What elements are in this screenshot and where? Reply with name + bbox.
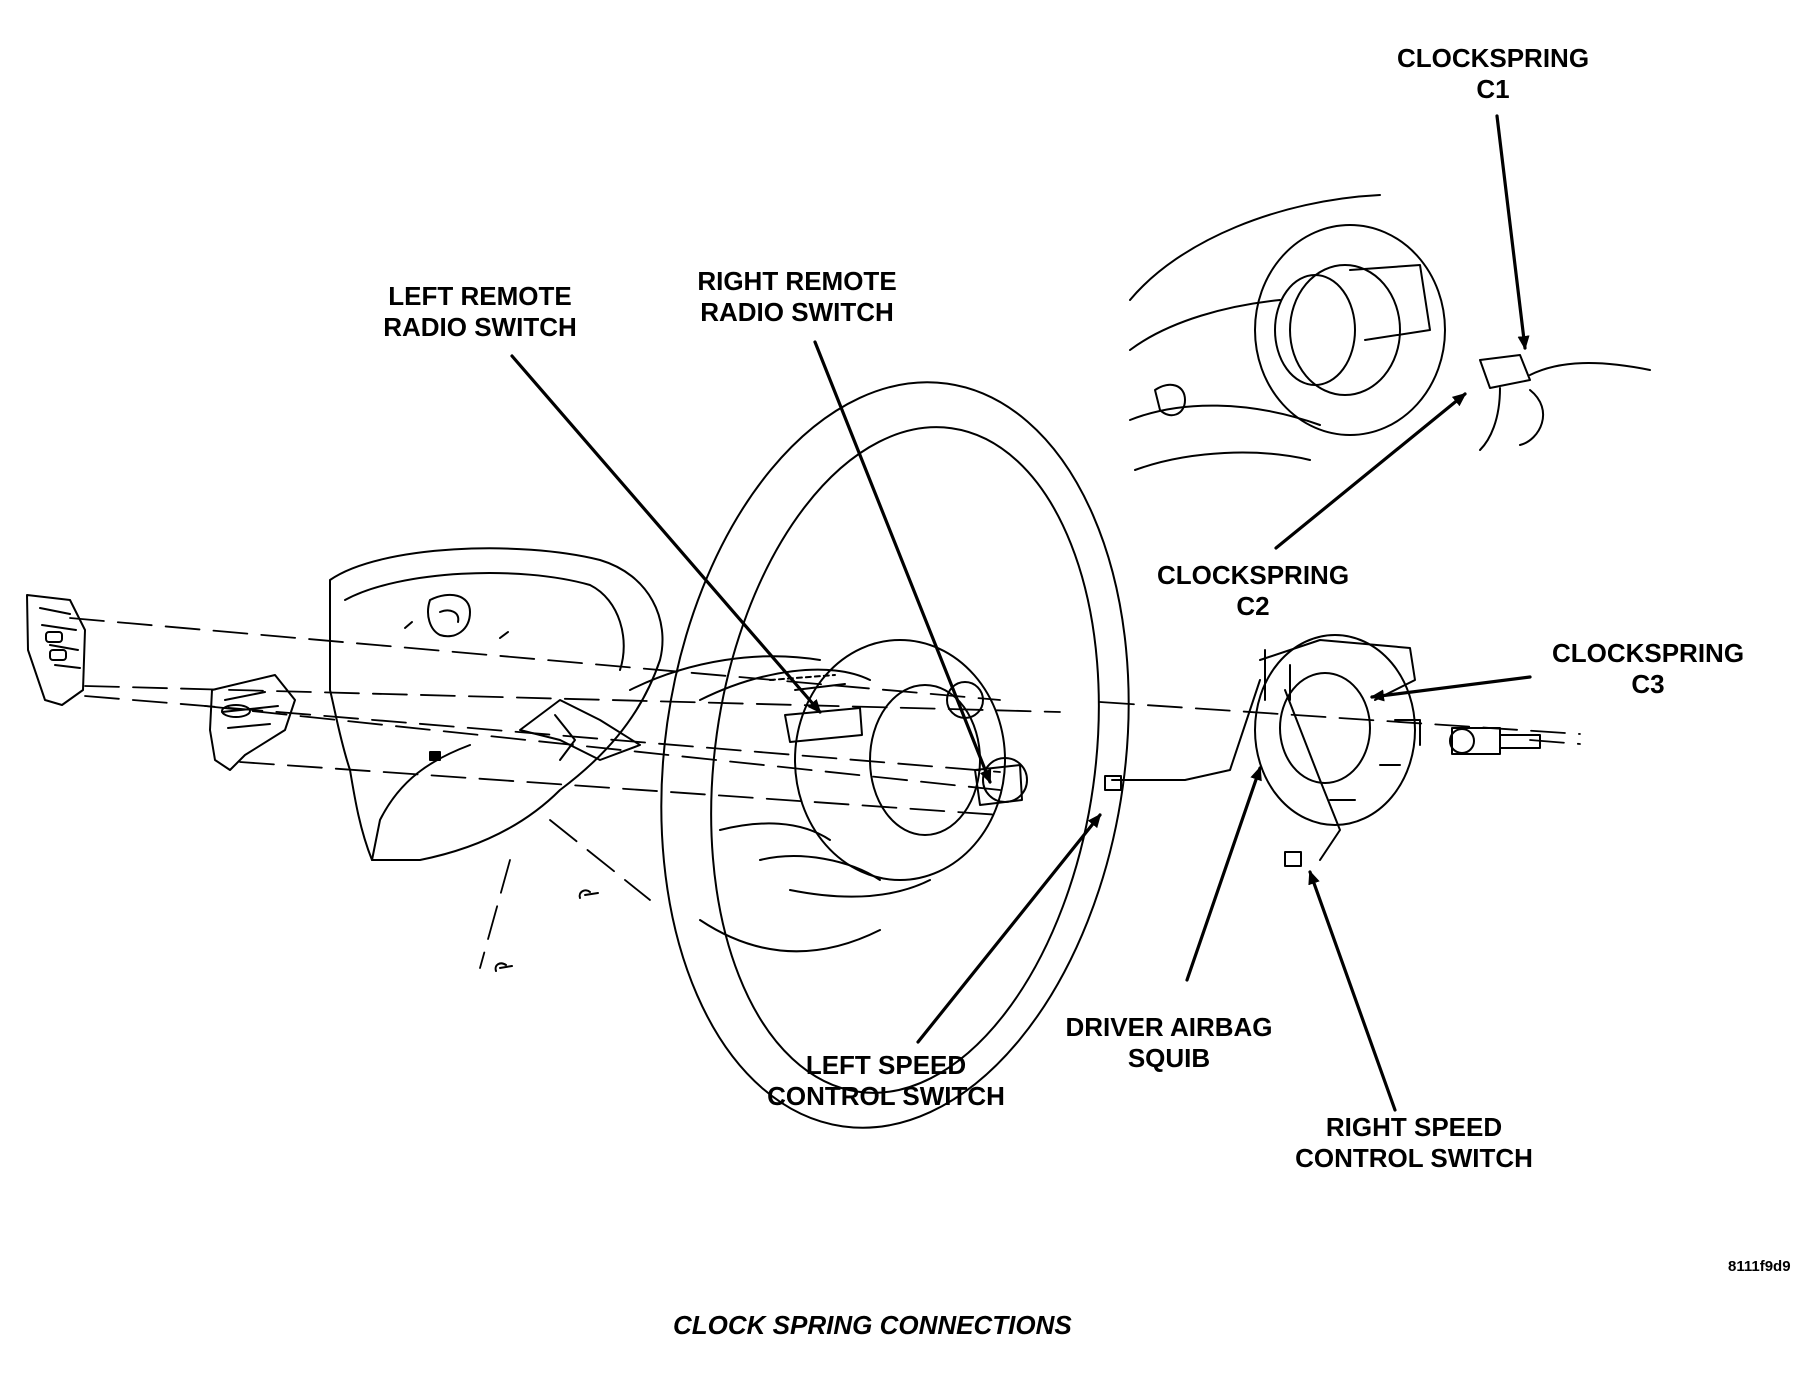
label-clockspring-c3: CLOCKSPRING C3 — [1551, 638, 1745, 699]
clockspring-part — [1254, 634, 1421, 826]
left-switch-part — [26, 594, 86, 706]
clockspring-pigtails — [1104, 679, 1341, 867]
arrow-right-speed-control-switch — [1308, 870, 1397, 1112]
figure-caption: CLOCK SPRING CONNECTIONS — [673, 1310, 1072, 1340]
arrow-driver-airbag-squib — [1185, 766, 1262, 982]
label-left-speed-control-switch: LEFT SPEED CONTROL SWITCH — [767, 1050, 1005, 1111]
inset-column-detail — [1129, 194, 1651, 471]
arrow-left-remote-radio-switch — [510, 354, 822, 714]
speed-switch-part — [209, 674, 296, 771]
airbag-bracket — [519, 699, 641, 761]
mounting-screws — [494, 889, 599, 972]
arrow-left-speed-control-switch — [916, 813, 1102, 1044]
arrow-clockspring-c2 — [1274, 392, 1467, 550]
label-clockspring-c2: CLOCKSPRING C2 — [1156, 560, 1350, 621]
airbag-module — [329, 547, 664, 861]
steering-column-shaft — [1449, 727, 1541, 755]
label-left-remote-radio-switch: LEFT REMOTE RADIO SWITCH — [383, 281, 577, 342]
arrow-right-remote-radio-switch — [813, 340, 992, 784]
steering-wheel — [629, 381, 1130, 1129]
label-right-remote-radio-switch: RIGHT REMOTE RADIO SWITCH — [697, 266, 897, 327]
assembly-dashed-lines — [69, 617, 1581, 969]
arrow-clockspring-c3 — [1370, 675, 1532, 702]
arrow-clockspring-c1 — [1495, 114, 1530, 350]
label-clockspring-c1: CLOCKSPRING C1 — [1396, 43, 1590, 104]
label-driver-airbag-squib: DRIVER AIRBAG SQUIB — [1065, 1012, 1273, 1073]
leader-arrows — [510, 114, 1532, 1112]
figure-code: 8111f9d9 — [1728, 1258, 1791, 1275]
label-right-speed-control-switch: RIGHT SPEED CONTROL SWITCH — [1295, 1112, 1533, 1173]
